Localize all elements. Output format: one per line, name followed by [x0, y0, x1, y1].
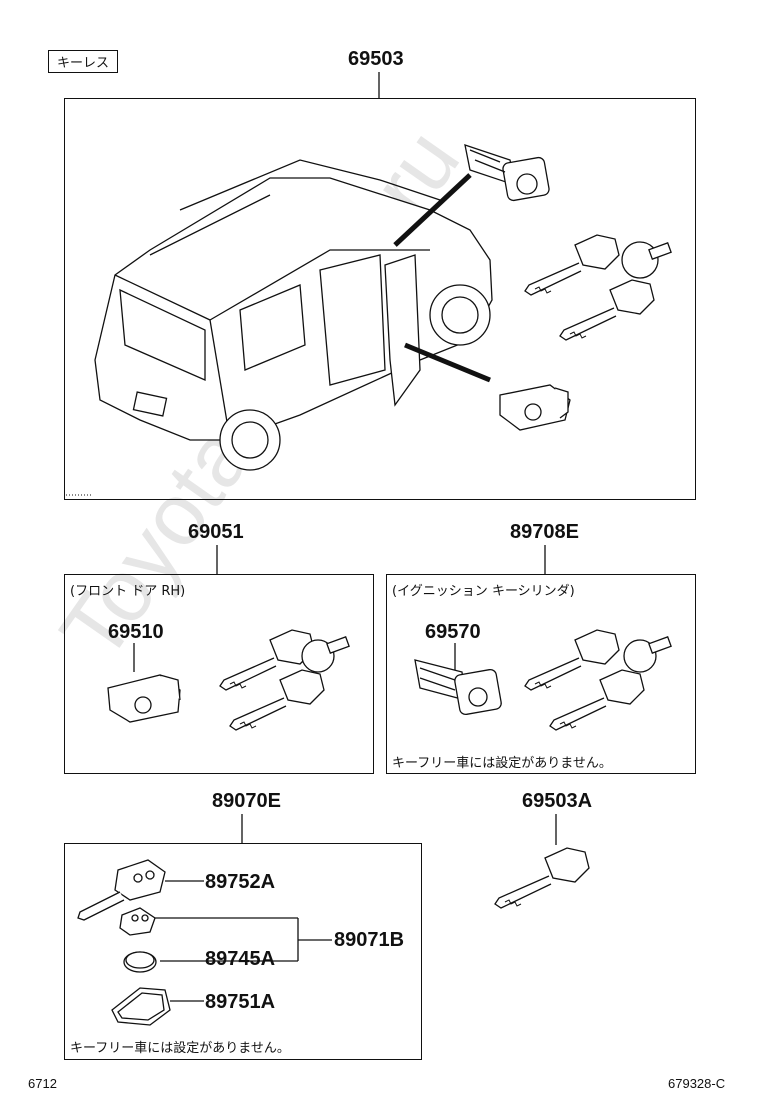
ignition-note: (イグニッション キーシリンダ): [392, 584, 575, 599]
part-number-cover[interactable]: 89751A: [205, 991, 276, 1013]
part-number-key-head[interactable]: 89752A: [205, 871, 276, 893]
keys-ignition: [524, 629, 672, 731]
circuit-board: [119, 907, 156, 936]
part-number-battery[interactable]: 89745A: [205, 948, 276, 970]
part-number-sub-assembly[interactable]: 89071B: [334, 929, 405, 951]
transmitter-box: [64, 843, 422, 1060]
keyfree-note-ignition: キーフリー車には設定がありません。: [392, 756, 612, 771]
blank-key: [494, 847, 590, 909]
battery: [123, 951, 157, 973]
footer-right-code: 679328-C: [668, 1076, 726, 1091]
cover: [111, 987, 171, 1026]
door-lock-cylinder-top: [499, 384, 571, 431]
footer-left-code: 6712: [28, 1076, 57, 1091]
part-number-front-door[interactable]: 69051: [188, 521, 244, 543]
keyfree-note-transmitter: キーフリー車には設定がありません。: [70, 1041, 290, 1056]
ignition-cylinder: [414, 659, 502, 716]
part-number-front-door-cylinder[interactable]: 69510: [108, 621, 164, 643]
front-door-cylinder: [107, 674, 181, 723]
part-number-ignition-cylinder[interactable]: 69570: [425, 621, 481, 643]
keyless-tag: キーレス: [48, 50, 119, 73]
keys-front-door: [219, 629, 350, 731]
keys-top: [524, 234, 672, 341]
part-number-blank-key[interactable]: 69503A: [522, 790, 593, 812]
part-number-transmitter-set[interactable]: 89070E: [212, 790, 281, 812]
part-number-main-assembly[interactable]: 69503: [348, 48, 404, 70]
front-door-note: (フロント ドア RH): [70, 584, 186, 599]
ignition-box: [386, 574, 696, 774]
transmitter-key-head: [77, 859, 166, 921]
main-assembly-box: [64, 98, 696, 500]
front-door-box: [64, 574, 374, 774]
ignition-cylinder-top: [464, 144, 550, 202]
part-number-ignition[interactable]: 89708E: [510, 521, 579, 543]
car-drawing: [94, 159, 493, 471]
